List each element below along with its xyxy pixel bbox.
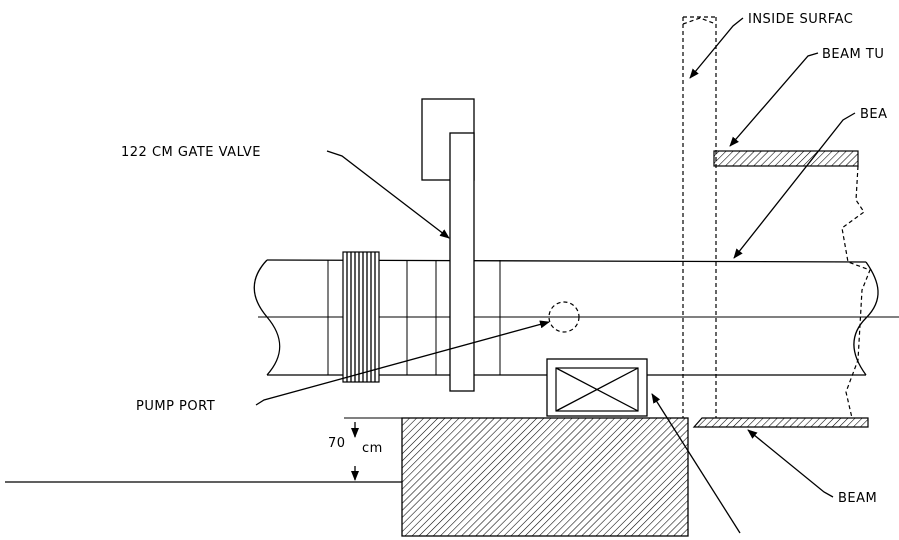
inside-surface-leader	[689, 17, 744, 79]
beam-tube-label-1: BEAM TU	[822, 47, 884, 62]
beam-tube-base-plate	[692, 417, 869, 428]
beam-tube-leader-2	[733, 112, 856, 259]
pipe-right-break	[853, 261, 879, 376]
pump-port-circle	[548, 301, 580, 333]
pump-port-leader	[255, 320, 550, 406]
bellows	[342, 251, 380, 383]
beam-base-leader	[747, 429, 834, 498]
beam-tube-leader-1	[729, 52, 819, 147]
height-unit-label: cm	[362, 441, 383, 456]
height-value-label: 70	[328, 436, 346, 451]
support-leader	[651, 393, 741, 534]
pipe-support-stand	[546, 358, 648, 417]
gate-valve-body	[449, 132, 475, 392]
beam-base-label: BEAM	[838, 491, 877, 506]
inside-surface-label: INSIDE SURFAC	[748, 12, 853, 27]
beam-tube-break-line	[841, 165, 871, 419]
gate-valve-label: 122 CM GATE VALVE	[121, 145, 261, 160]
beam-tube-label-2: BEA	[860, 107, 888, 122]
inside-surface-wall	[682, 16, 717, 418]
beam-tube-top-plate	[713, 150, 859, 167]
concrete-support-block	[401, 417, 689, 537]
gate-valve-leader	[326, 150, 450, 239]
pump-port-label: PUMP PORT	[136, 399, 215, 414]
